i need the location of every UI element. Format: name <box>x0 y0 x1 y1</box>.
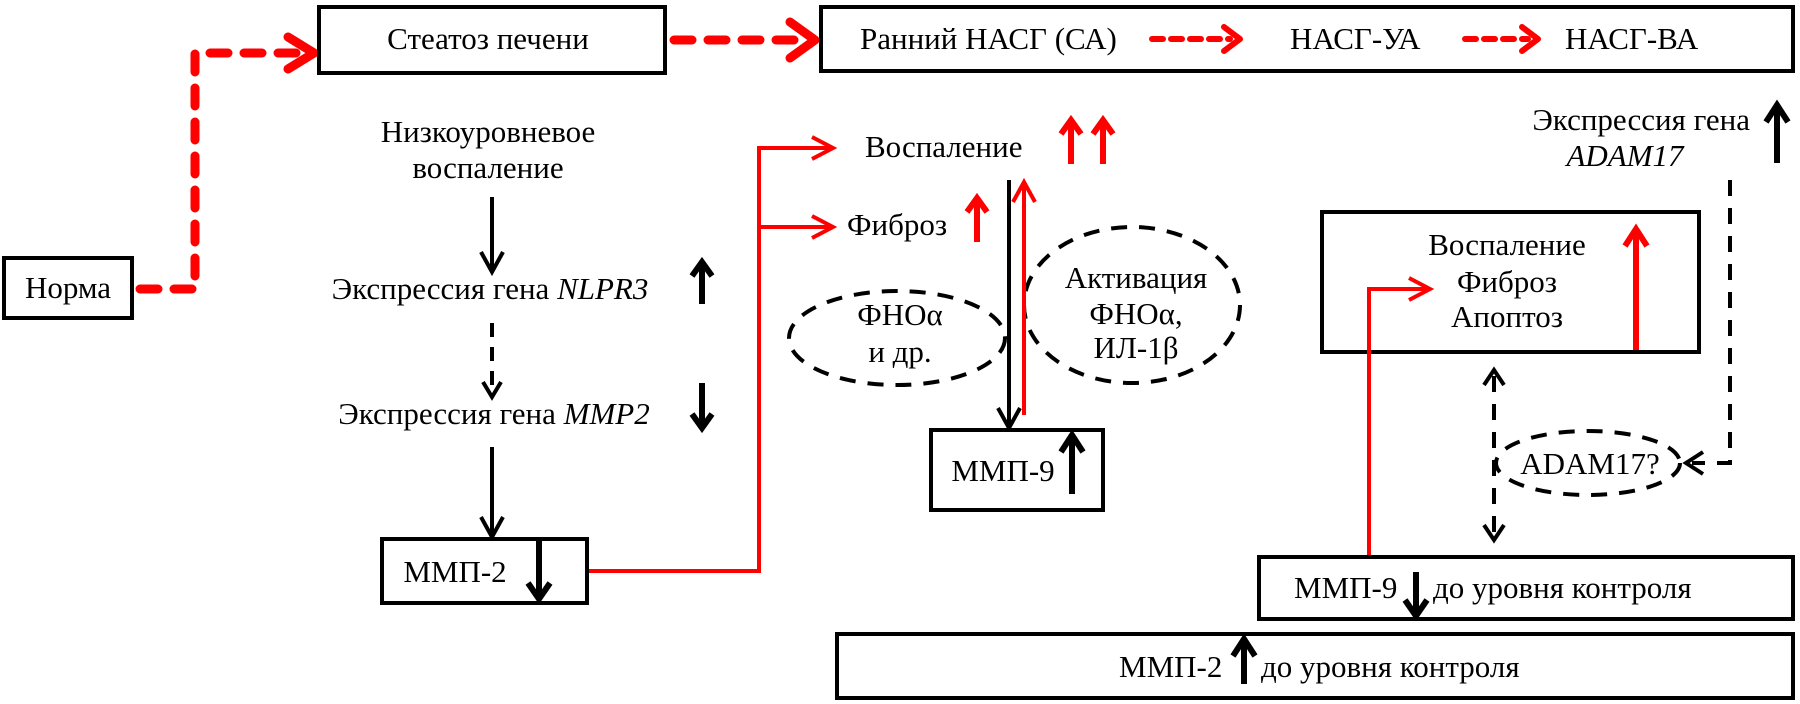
steatosis-label: Стеатоз печени <box>387 21 589 56</box>
tnf-alpha-ellipse: ФНОα и др. <box>787 289 1007 387</box>
mmp9-to-inflammation-arrow <box>1011 177 1037 415</box>
bidirectional-dashed-arrow <box>1482 366 1506 544</box>
inflammation-label: Воспаление <box>865 129 1023 164</box>
activation-line2: ФНОα, <box>1089 296 1182 331</box>
arrowhead-icon <box>1482 366 1506 387</box>
mmp2-control-node: ММП-2 до уровня контроля <box>835 632 1795 700</box>
increase-arrow-icon <box>1622 223 1650 350</box>
mmp9-control-node: ММП-9 до уровня контроля <box>1257 555 1795 622</box>
adam17-question-ellipse: ADAM17? <box>1494 429 1682 497</box>
inflammation-to-mmp9-arrow <box>996 180 1022 433</box>
mmp2-box-label: ММП-2 <box>403 554 506 589</box>
progression-dashed-line <box>135 48 310 294</box>
norm-box <box>2 256 134 320</box>
steatosis-box <box>317 5 667 75</box>
mmp2-to-inflammation-connector <box>589 135 838 573</box>
adam17-gene-label: ADAM17 <box>1564 138 1685 173</box>
arrowhead-icon <box>1482 523 1506 544</box>
nash-ua-label: НАСГ-УА <box>1290 21 1421 56</box>
mmp2-box <box>380 537 589 605</box>
steatosis-node: Стеатоз печени <box>317 5 667 75</box>
outcome-node: Воспаление Фиброз Апоптоз <box>1320 210 1701 354</box>
arrowhead-icon <box>811 214 838 240</box>
nlpr3-expression-label: Экспрессия гена NLPR3 <box>332 271 649 306</box>
tnf-alpha-line2: и др. <box>868 334 931 369</box>
nash-stages-box <box>819 5 1795 73</box>
mmp9-box-label: ММП-9 <box>951 453 1054 488</box>
increase-arrow-icon <box>689 256 715 304</box>
mmp2-control-text: до уровня контроля <box>1261 649 1520 684</box>
decrease-arrow-icon <box>689 383 715 434</box>
increase-arrow-icon <box>964 192 990 242</box>
norm-node: Норма <box>2 256 134 320</box>
mmp9-control-name: ММП-9 <box>1294 570 1397 605</box>
arrowhead-icon <box>1519 24 1541 54</box>
outcome-apoptosis: Апоптоз <box>1451 299 1563 334</box>
strong-increase-arrows-icon <box>1058 114 1116 164</box>
arrowhead-icon <box>785 17 820 63</box>
decrease-arrow-icon <box>525 541 553 605</box>
low-grade-inflammation-line1: Низкоуровневое <box>381 114 596 149</box>
adam17-expression-label: Экспрессия гена <box>1532 102 1750 137</box>
arrowhead-icon <box>811 135 838 161</box>
early-nash-label: Ранний НАСГ (СА) <box>860 21 1117 56</box>
mmp9-control-text: до уровня контроля <box>1433 570 1692 605</box>
outcome-inflammation: Воспаление <box>1428 227 1586 262</box>
mmp9-control-box <box>1257 555 1795 621</box>
mmp9-node: ММП-9 <box>929 428 1105 512</box>
mmp2-node: ММП-2 <box>380 537 589 605</box>
mmp2-control-box <box>835 632 1795 700</box>
arrowhead-icon <box>283 32 319 74</box>
tnf-alpha-line1: ФНОα <box>857 297 943 332</box>
decrease-arrow-icon <box>1402 572 1430 622</box>
activation-line3: ИЛ-1β <box>1093 330 1178 365</box>
low-grade-inflammation-line2: воспаление <box>412 150 563 185</box>
activation-line1: Активация <box>1065 260 1208 295</box>
activation-ellipse: Активация ФНОα, ИЛ-1β <box>1022 225 1242 385</box>
nash-stages-node: Ранний НАСГ (СА) НАСГ-УА НАСГ-ВА <box>819 5 1795 73</box>
adam17-gene-to-protein-arrow <box>1682 180 1732 476</box>
outcome-fibrosis: Фиброз <box>1457 264 1557 299</box>
norm-label: Норма <box>25 270 111 305</box>
dashed-arrow-down-icon <box>481 323 503 401</box>
increase-arrow-icon <box>1230 633 1258 684</box>
norm-to-steatosis-arrow <box>135 32 319 294</box>
fibrosis-label: Фиброз <box>847 207 947 242</box>
arrowhead-icon <box>1682 450 1705 476</box>
increase-arrow-icon <box>1763 99 1791 163</box>
arrowhead-icon <box>1408 276 1435 302</box>
adam17-question-label: ADAM17? <box>1520 446 1660 481</box>
arrow-down-icon <box>479 197 505 277</box>
arrowhead-icon <box>1221 24 1243 54</box>
mmp2-control-name: ММП-2 <box>1119 649 1222 684</box>
arrowhead-icon <box>1011 177 1037 203</box>
increase-arrow-icon <box>1058 429 1086 494</box>
steatosis-to-nash-arrow <box>669 17 820 63</box>
mmp2-expression-label: Экспрессия гена MMP2 <box>338 396 650 431</box>
nash-va-label: НАСГ-ВА <box>1565 21 1699 56</box>
mmp9-to-outcome-connector <box>1367 276 1435 558</box>
arrow-down-icon <box>479 447 505 542</box>
